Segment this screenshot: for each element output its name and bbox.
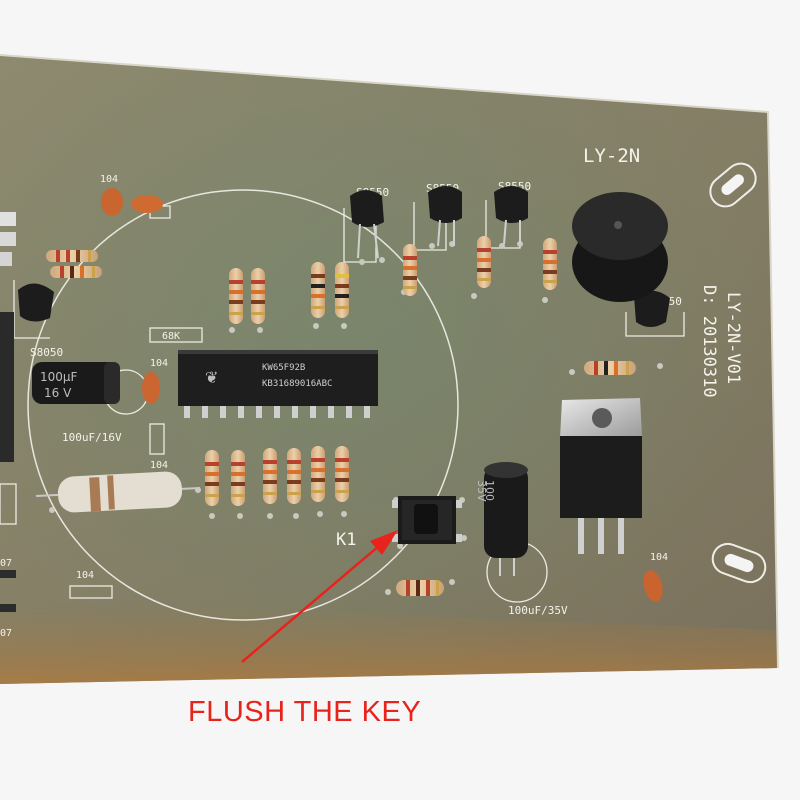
- power-resistor-icon: [35, 471, 201, 513]
- ic-chip: ❦ KW65F92B KB31689016ABC: [178, 350, 378, 418]
- voltage-regulator-icon: [560, 398, 642, 554]
- cap-right-silk-label: 100uF/35V: [508, 604, 568, 617]
- key-k1-label: K1: [336, 530, 356, 550]
- transistor-icon: [18, 186, 670, 327]
- ceramic-capacitor-icon: [101, 188, 663, 602]
- cap-left-body-text-2: 16 V: [44, 386, 72, 400]
- board-model-label: LY-2N: [583, 145, 640, 167]
- cap-104-top-label: 104: [100, 174, 118, 185]
- buzzer-icon: [572, 192, 668, 302]
- ic-marking-line1: KW65F92B: [262, 363, 305, 373]
- mounting-hole-bottom: [711, 542, 767, 584]
- svg-text:❦: ❦: [205, 368, 218, 387]
- electrolytic-capacitor-right: 100 35V: [475, 462, 528, 558]
- cap-left-body-text-1: 100µF: [40, 370, 78, 384]
- cap-right-body-text-2: 35V: [475, 480, 488, 502]
- board-date-label: D: 20130310: [699, 285, 719, 398]
- edge-label-top: 07: [0, 558, 12, 569]
- cap-104-mid-label: 104: [150, 358, 168, 369]
- cap-104-lower-label: 104: [150, 460, 168, 471]
- transistor-s8050-label: S8050: [30, 346, 63, 359]
- cap-104-bottom-label: 104: [76, 570, 94, 581]
- resistor-68k-label: 68K: [162, 331, 180, 342]
- left-connector: [0, 212, 16, 612]
- electrolytic-capacitor-left: 100µF 16 V: [32, 362, 120, 404]
- annotation-caption: FLUSH THE KEY: [188, 696, 422, 728]
- resistor-icon: [46, 236, 636, 596]
- board-version-label: LY-2N-V01: [723, 292, 743, 384]
- edge-label-bottom: 07: [0, 628, 12, 639]
- ic-marking-line2: KB31689016ABC: [262, 379, 332, 389]
- mounting-hole-top: [709, 162, 757, 208]
- cap-104-right-label: 104: [650, 552, 668, 563]
- cap-left-silk-label: 100uF/16V: [62, 431, 122, 444]
- tactile-key-k1[interactable]: [392, 496, 462, 544]
- annotation-arrow-icon: [241, 530, 398, 663]
- cap-right-body-text-1: 100: [483, 480, 496, 501]
